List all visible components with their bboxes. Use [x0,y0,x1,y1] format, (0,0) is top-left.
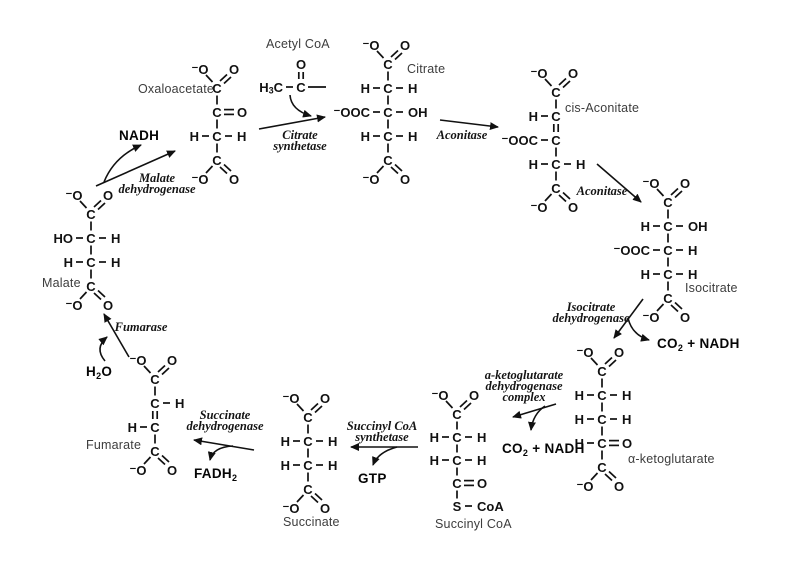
label-alpha-ketoglutarate: α-ketoglutarate [628,452,715,466]
arrow-malate-dehydrogenase-main [95,150,176,187]
cofactor-gtp: GTP [358,471,387,486]
enzyme-label-line: Succinate [199,408,251,422]
enzyme-label-fumarase: Fumarase [114,320,168,334]
arrow-fadh2-branch [207,445,234,461]
arrow-malate-dehydrogenase-nadh-branch [103,144,142,183]
label-fumarate: Fumarate [86,438,142,452]
label-succinate: Succinate [283,515,340,529]
enzyme-label-line: Aconitase [576,184,628,198]
arrow-acetyl-coa-branch [289,94,312,118]
label-citrate: Citrate [407,62,446,76]
enzyme-label-line: Malate [138,171,176,185]
arrow-fumarase-main [103,313,130,358]
arrow-akg-co2-branch [528,405,546,431]
enzyme-label-line: a-ketoglutarate [484,368,564,382]
arrow-aconitase-1-arrow [439,119,499,131]
arrow-isocitrate-co2-branch [627,317,650,342]
cofactor-co2-nadh-1: CO2 + NADH [657,336,740,353]
label-isocitrate: Isocitrate [685,281,738,295]
arrow-succinate-dehydrogenase-main [193,437,255,451]
enzyme-label-line: Citrate [282,128,318,142]
cofactor-fadh2: FADH2 [194,466,238,483]
enzyme-label-line: synthetase [273,139,327,153]
enzyme-label-line: complex [502,390,546,404]
arrow-aconitase-2-arrow [596,163,642,203]
enzyme-label-line: Isocitrate [566,300,616,314]
enzyme-label-line: dehydrogenase [552,311,630,325]
label-acetyl-coa: Acetyl CoA [266,37,330,51]
enzyme-label-aconitase-2: Aconitase [576,184,628,198]
enzyme-label-line: Fumarase [114,320,168,334]
enzyme-label-line: Succinyl CoA [346,419,418,433]
enzyme-label-line: dehydrogenase [118,182,196,196]
enzyme-label-aconitase-1: Aconitase [436,128,488,142]
arrow-akg-dehydrogenase-main [512,403,557,419]
enzyme-label-line: Aconitase [436,128,488,142]
enzyme-label-line: synthetase [355,430,409,444]
arrow-gtp-branch [372,446,398,466]
arrow-h2o-branch [98,336,108,362]
enzyme-label-line: dehydrogenase [485,379,563,393]
label-oxaloacetate: Oxaloacetate [138,82,215,96]
label-succinyl-coa: Succinyl CoA [435,517,512,531]
arrow-citrate-synthetase-main [258,114,326,130]
label-malate: Malate [42,276,81,290]
cofactor-h2o: H2O [86,364,113,381]
cofactor-nadh-1: NADH [119,128,160,143]
cofactor-co2-nadh-2: CO2 + NADH [502,441,585,458]
label-cis-aconitate: cis-Aconitate [565,101,640,115]
enzyme-label-line: dehydrogenase [186,419,264,433]
